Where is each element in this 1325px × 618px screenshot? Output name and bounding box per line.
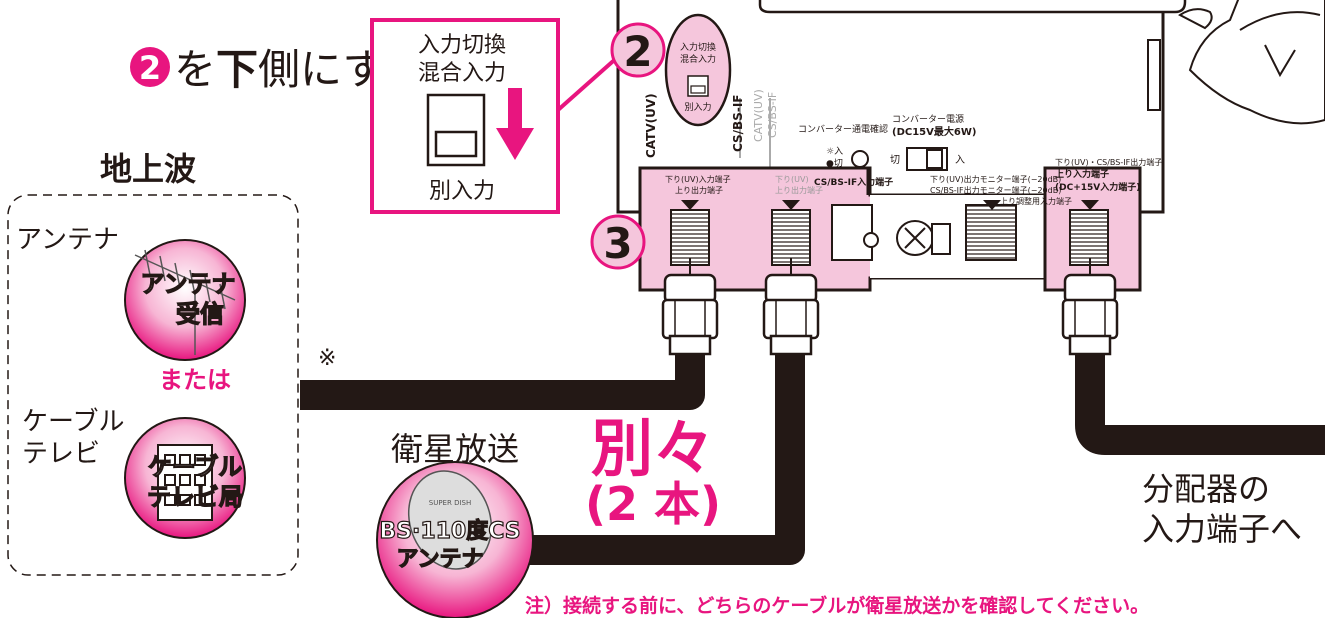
step2-marker: 2 bbox=[610, 22, 666, 78]
cable-icon-text2: テレビ局 bbox=[147, 483, 243, 511]
port3-line1: 下り(UV)出力モニター端子(−20dB) bbox=[930, 174, 1061, 184]
converter-power-line1: コンバーター電源 bbox=[892, 114, 964, 125]
antenna-label: アンテナ bbox=[16, 225, 119, 255]
cable-label-2: テレビ bbox=[22, 439, 100, 469]
device-switch-label3: 別入力 bbox=[684, 101, 711, 113]
satellite-section: 衛星放送 SUPER DISH BS·110度CS アンテナ bbox=[376, 430, 534, 618]
cables bbox=[300, 345, 1325, 565]
toggle-off-label: 切 bbox=[890, 154, 900, 166]
side-label-catv2: CATV(UV) bbox=[752, 89, 765, 142]
svg-text:3: 3 bbox=[603, 219, 632, 268]
device-switch[interactable]: 入力切換 混合入力 別入力 bbox=[664, 13, 732, 127]
distributor-label: 分配器の 入力端子へ bbox=[1142, 470, 1302, 548]
side-label-catv: CATV(UV) bbox=[644, 93, 658, 158]
distributor-line2: 入力端子へ bbox=[1142, 510, 1302, 548]
device-switch-label2: 混合入力 bbox=[680, 53, 716, 65]
terrestrial-title: 地上波 bbox=[100, 150, 196, 188]
side-label-csbs: CS/BS-IF bbox=[731, 95, 745, 153]
port4-line2: 上り入力端子 bbox=[1055, 168, 1109, 180]
separate-line2: (2 本) bbox=[585, 477, 721, 531]
callout-line bbox=[556, 53, 622, 112]
port2-line2: 上り出力端子 bbox=[775, 185, 823, 195]
converter-check-label: コンバーター通電確認 bbox=[798, 123, 888, 135]
f-connectors bbox=[661, 258, 1119, 356]
antenna-graphic-icon bbox=[134, 249, 236, 355]
dish-text1: BS·110度CS bbox=[379, 518, 520, 544]
dish-text2: アンテナ bbox=[396, 547, 483, 572]
inner-parts bbox=[831, 204, 1017, 261]
down-arrow-icon bbox=[496, 88, 534, 160]
port1-line2: 上り出力端子 bbox=[675, 185, 723, 195]
led-label-on: ☼入 bbox=[826, 146, 843, 157]
step3-marker: 3 bbox=[590, 214, 646, 270]
cable-icon-text1: ケーブル bbox=[148, 453, 243, 481]
power-toggle[interactable] bbox=[906, 147, 948, 171]
port3-line3: 上り調整用入力端子 bbox=[1000, 196, 1072, 206]
dish-small-text: SUPER DISH bbox=[429, 499, 471, 507]
separate-line1: 別々 bbox=[591, 412, 715, 485]
or-text: または bbox=[159, 366, 231, 394]
device-labels: CATV(UV) CS/BS-IF CATV(UV) CS/BS-IF コンバー… bbox=[644, 89, 1162, 206]
distributor-line1: 分配器の bbox=[1142, 470, 1270, 508]
switch-box: 入力切換 混合入力 別入力 bbox=[370, 18, 560, 214]
cable-label-1: ケーブル bbox=[22, 407, 124, 437]
switch-top-label1: 入力切換 bbox=[418, 33, 506, 58]
led-label-off: ●切 bbox=[826, 158, 843, 169]
antenna-icon-text1: アンテナ bbox=[140, 270, 235, 298]
port2-line1: 下り(UV) bbox=[775, 175, 809, 184]
building-icon bbox=[157, 444, 213, 521]
port2-main: CS/BS-IF入力端子 bbox=[814, 176, 893, 188]
terrestrial-section: 地上波 アンテナ アンテナ 受信 または ケーブル テレビ ケーブル テレビ局 bbox=[7, 150, 299, 576]
toggle-on-label: 入 bbox=[955, 155, 965, 166]
port1-line1: 下り(UV)入力端子 bbox=[665, 174, 731, 184]
antenna-icon bbox=[124, 239, 246, 361]
asterisk-mark: ※ bbox=[318, 346, 336, 371]
warning-note: 注）接続する前に、どちらのケーブルが衛星放送かを確認してください。 bbox=[525, 594, 1149, 617]
device-switch-label1: 入力切換 bbox=[680, 41, 716, 53]
svg-text:2: 2 bbox=[623, 27, 652, 76]
port-arrows bbox=[681, 200, 1099, 210]
port4-line1: 下り(UV)・CS/BS-IF出力端子 bbox=[1055, 157, 1162, 167]
instruction-step-number: 2 bbox=[139, 49, 161, 87]
led-indicator bbox=[851, 150, 869, 168]
antenna-icon-text2: 受信 bbox=[176, 300, 224, 328]
converter-power-line2: (DC15V最大6W) bbox=[892, 125, 976, 138]
side-label-csbs2: CS/BS-IF bbox=[766, 92, 779, 138]
divider-line bbox=[866, 168, 1047, 290]
switch-bottom-label: 別入力 bbox=[429, 179, 495, 204]
separate-label: 別々 (2 本) bbox=[585, 412, 721, 531]
assistant-illustration bbox=[1178, 0, 1325, 125]
port4-line3: (DC+15V入力端子) bbox=[1055, 181, 1140, 193]
port3-line2: CS/BS-IF出力モニター端子(−20dB) bbox=[930, 185, 1061, 195]
switch-top-label2: 混合入力 bbox=[418, 61, 506, 86]
